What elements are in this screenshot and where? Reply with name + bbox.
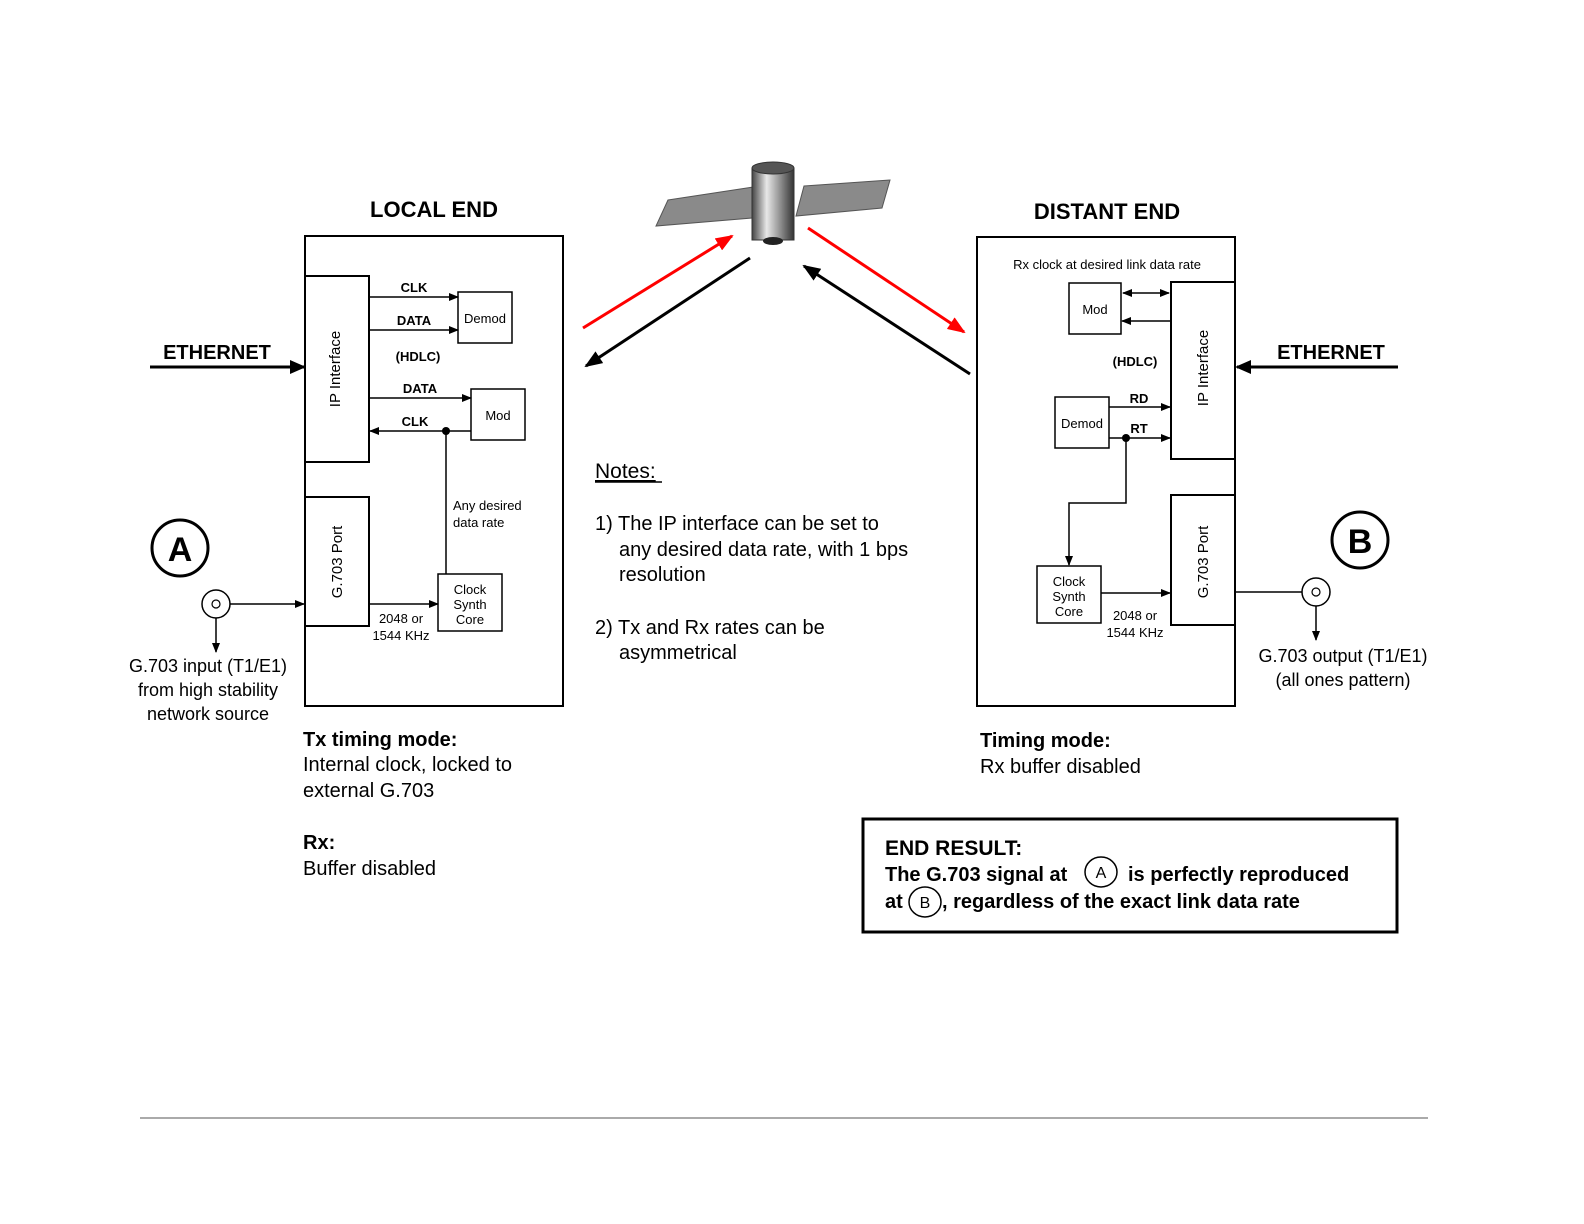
local-clock-synth-block — [437, 573, 503, 632]
local-input-3: network source — [147, 704, 269, 724]
distant-g703-port-label: G.703 Port — [1195, 525, 1212, 598]
local-clock-label-1: Clock — [454, 582, 487, 597]
end-result-line-1a: The G.703 signal at — [885, 864, 1068, 886]
distant-output-2: (all ones pattern) — [1275, 670, 1410, 690]
distant-demod-label: Demod — [1061, 416, 1103, 431]
distant-rd-label: RD — [1130, 391, 1149, 406]
local-mode-title: Tx timing mode: — [303, 729, 457, 751]
end-result-line-2b: , regardless of the exact link data rate — [942, 891, 1300, 913]
distant-g703-port-block — [1170, 494, 1236, 626]
local-rx-title: Rx: — [303, 832, 335, 854]
point-b-label: B — [1348, 523, 1373, 561]
point-a-label: A — [168, 531, 193, 569]
local-g703-port-label: G.703 Port — [329, 525, 346, 598]
distant-rt-label: RT — [1130, 421, 1147, 436]
downlink-local-arrow — [584, 256, 751, 368]
local-end-title: LOCAL END — [370, 197, 498, 222]
point-a-marker — [150, 518, 210, 578]
distant-rt-to-clock-line — [1065, 438, 1127, 566]
local-freq-1: 2048 or — [379, 611, 424, 626]
end-result-line-1b: is perfectly reproduced — [1128, 864, 1349, 886]
distant-mod-block — [1068, 282, 1122, 335]
notes-title: Notes: — [595, 460, 656, 483]
local-any-rate-2: data rate — [453, 515, 504, 530]
local-input-2: from high stability — [138, 680, 278, 700]
local-clk-mod-label: CLK — [402, 414, 429, 429]
distant-ip-interface-label: IP Interface — [1195, 330, 1212, 406]
local-mod-block — [470, 388, 526, 441]
local-input-1: G.703 input (T1/E1) — [129, 656, 287, 676]
local-ip-interface-block — [304, 275, 370, 463]
local-demod-block — [457, 291, 513, 344]
note-1-line-1: 1) The IP interface can be set to — [595, 513, 879, 535]
end-result-point-a-label: A — [1096, 865, 1107, 882]
downlink-distant-arrow — [807, 226, 966, 334]
local-any-rate-1: Any desired — [453, 498, 522, 513]
distant-mode-1: Rx buffer disabled — [980, 756, 1141, 778]
distant-freq-2: 1544 KHz — [1106, 625, 1163, 640]
local-g703-port-block — [304, 496, 370, 627]
local-ethernet-label: ETHERNET — [163, 342, 271, 364]
end-result-box — [861, 817, 1399, 934]
distant-demod-block — [1054, 396, 1110, 449]
distant-clock-label-1: Clock — [1053, 574, 1086, 589]
local-hdlc-label: (HDLC) — [396, 349, 441, 364]
local-mod-label: Mod — [485, 408, 510, 423]
distant-end-title: DISTANT END — [1034, 199, 1180, 224]
distant-ethernet-label: ETHERNET — [1277, 342, 1385, 364]
local-mode-2: external G.703 — [303, 780, 434, 802]
distant-output-1: G.703 output (T1/E1) — [1258, 646, 1427, 666]
distant-rx-clock-label: Rx clock at desired link data rate — [1013, 257, 1201, 272]
local-freq-2: 1544 KHz — [372, 628, 429, 643]
note-1-line-3: resolution — [619, 564, 706, 586]
distant-clock-synth-block — [1036, 565, 1102, 624]
local-data-mod-label: DATA — [403, 381, 438, 396]
local-connector-icon — [201, 589, 231, 619]
distant-connector-icon — [1301, 577, 1331, 607]
local-data-label: DATA — [397, 313, 432, 328]
local-clk-label: CLK — [401, 280, 428, 295]
uplink-distant-arrow — [802, 264, 971, 376]
distant-end-box — [976, 236, 1236, 707]
end-result-point-b-label: B — [920, 895, 931, 912]
distant-mod-label: Mod — [1082, 302, 1107, 317]
local-clock-label-2: Synth — [453, 597, 486, 612]
end-result-line-2a: at — [885, 891, 903, 913]
local-clock-label-3: Core — [456, 612, 484, 627]
local-rx-1: Buffer disabled — [303, 858, 436, 880]
uplink-local-arrow — [582, 234, 734, 330]
distant-mode-title: Timing mode: — [980, 730, 1111, 752]
end-result-title: END RESULT: — [885, 837, 1022, 860]
distant-hdlc-label: (HDLC) — [1113, 354, 1158, 369]
end-result-point-a-marker — [1084, 856, 1118, 888]
note-1-line-2: any desired data rate, with 1 bps — [619, 539, 908, 561]
distant-clock-label-3: Core — [1055, 604, 1083, 619]
satellite-icon — [655, 161, 891, 245]
distant-freq-1: 2048 or — [1113, 608, 1158, 623]
local-ip-interface-label: IP Interface — [327, 331, 344, 407]
local-mode-1: Internal clock, locked to — [303, 754, 512, 776]
distant-clock-label-2: Synth — [1052, 589, 1085, 604]
local-end-box — [304, 235, 564, 707]
note-2-line-1: 2) Tx and Rx rates can be — [595, 617, 825, 639]
point-b-marker — [1330, 510, 1390, 570]
note-2-line-2: asymmetrical — [619, 642, 737, 664]
end-result-point-b-marker — [908, 886, 942, 918]
local-demod-label: Demod — [464, 311, 506, 326]
